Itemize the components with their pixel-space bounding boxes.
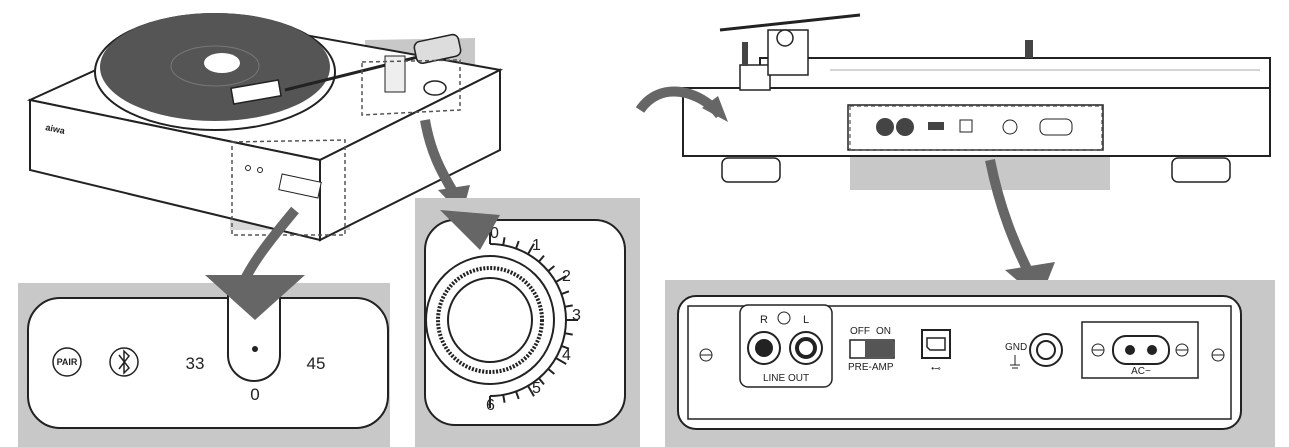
line-out-group [739, 304, 833, 388]
headshell [230, 79, 282, 105]
rotate-arrowhead [702, 96, 728, 122]
rear-tonearm-base [739, 64, 771, 91]
gnd-label: GND [1005, 342, 1027, 353]
dial-tick [547, 265, 555, 272]
mini-rca-r [876, 118, 894, 136]
mini-usb [959, 119, 973, 133]
callout-box-front [231, 139, 346, 236]
mini-rca-l [896, 118, 914, 136]
speed-0-label: 0 [250, 385, 259, 404]
callout-box-dial [361, 59, 461, 116]
dial-tick [564, 332, 573, 336]
turntable-rear-view [635, 13, 1271, 300]
bluetooth-icon [118, 349, 130, 375]
dial-scale-arc [489, 243, 567, 397]
gnd-terminal-inner [1036, 340, 1056, 360]
dial-panel-zoom: 0 1 2 3 4 5 6 [415, 198, 640, 447]
rear-foot-left [721, 157, 781, 183]
pair-mini [245, 165, 251, 171]
preamp-on-label: ON [876, 326, 891, 337]
dial-tick [502, 394, 506, 403]
dial-tick [538, 377, 545, 385]
line-out-ground-screw [777, 311, 791, 325]
rear-panel-zoom: R L LINE OUT OFF ON PRE-AMP •⊸ GND AC~ [665, 280, 1275, 447]
dial-tick [502, 237, 506, 246]
line-out-l-label: L [803, 314, 809, 326]
pair-button[interactable] [52, 347, 82, 377]
speed-45-label: 45 [307, 354, 326, 373]
dial-arrowhead [440, 210, 500, 250]
mini-ac [1039, 118, 1073, 136]
rear-spindle [1025, 40, 1033, 58]
mini-gnd [1002, 119, 1018, 135]
speed-33-label: 33 [186, 354, 205, 373]
turntable-top-view: aiwa [26, 13, 504, 305]
ac-inlet[interactable] [1112, 335, 1170, 365]
ac-pin-left [1125, 345, 1135, 355]
rear-callout-box [849, 105, 1103, 151]
dial-tick [555, 357, 567, 365]
dial-mark-6: 6 [486, 397, 495, 414]
preamp-label: PRE-AMP [848, 362, 894, 373]
base-right [319, 68, 501, 242]
dial-mark-2: 2 [562, 268, 571, 285]
dial-tick [527, 243, 535, 255]
brand-logo: aiwa [45, 122, 67, 136]
pair-button-label: PAIR [57, 357, 78, 367]
dial-mark-4: 4 [562, 347, 571, 364]
speed-slot [227, 295, 281, 382]
bt-mini [257, 167, 263, 173]
speed-arrowhead [205, 275, 305, 320]
tonearm-rest [384, 55, 406, 93]
speed-selector [278, 173, 322, 199]
ac-pin-right [1147, 345, 1157, 355]
dial-tick [561, 290, 570, 295]
anti-skate-knob [423, 80, 447, 96]
record-groove [170, 45, 260, 87]
dial-knob-face[interactable] [447, 277, 533, 363]
counterweight [413, 33, 462, 64]
dial-ticks [489, 232, 578, 408]
dial-tick [564, 304, 573, 308]
rca-r-center [755, 339, 773, 357]
line-out-r-label: R [760, 314, 768, 326]
dial-mark-1: 1 [532, 237, 541, 254]
record-label [204, 53, 240, 73]
rear-lift-lever [742, 42, 748, 66]
speed-indicator-dot [252, 346, 258, 352]
preamp-switch-slider[interactable] [865, 341, 893, 357]
dial-tick [538, 255, 545, 263]
rear-callout-arrow [985, 159, 1035, 278]
callout-arrow-dial [420, 119, 460, 198]
speed-panel-zoom: PAIR 33 0 45 [18, 275, 390, 447]
dial-tick [561, 345, 570, 350]
dial-tick [555, 275, 567, 283]
dial-tick [515, 240, 520, 249]
ac-label: AC~ [1131, 366, 1151, 377]
dial-tick [547, 368, 555, 375]
speed-panel-body [27, 297, 389, 429]
usb-b-port[interactable] [921, 329, 951, 359]
usb-b-inner [926, 337, 946, 351]
mini-switch [928, 122, 944, 130]
dial-mark-3: 3 [572, 307, 581, 324]
rca-l-center [795, 337, 817, 359]
dial-tick [515, 391, 520, 400]
rear-tonearm-arm [719, 13, 861, 32]
ground-icon [1010, 355, 1020, 369]
dial-tick [527, 385, 535, 397]
dial-mark-5: 5 [532, 380, 541, 397]
usb-icon: •⊸ [931, 364, 941, 373]
preamp-off-label: OFF [850, 326, 870, 337]
rear-top-plate [759, 57, 1271, 89]
rear-foot-right [1171, 157, 1231, 183]
line-out-label: LINE OUT [763, 373, 809, 384]
rear-tonearm-knob [776, 29, 794, 47]
dial-mark-0: 0 [490, 225, 499, 242]
